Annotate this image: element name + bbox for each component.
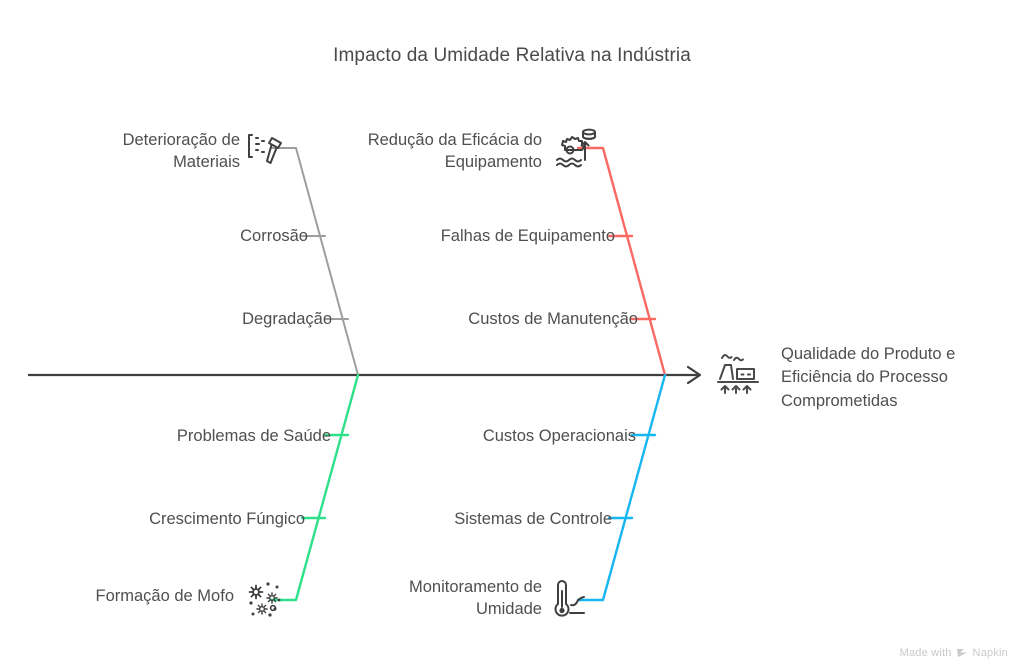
cause-label-crescimento-fungico: Crescimento Fúngico [149,510,305,528]
cause-label-falhas-de-equipamento: Falhas de Equipamento [440,227,615,245]
category-label-monitoramento-de-umidade: Monitoramento de Umidade [409,578,542,618]
cause-label-sistemas-de-controle: Sistemas de Controle [454,510,612,528]
cause-label-custos-de-manutencao: Custos de Manutenção [468,310,638,328]
branch-top-left [270,147,359,376]
watermark-brand: Napkin [972,646,1008,659]
gear-water-rise-icon [551,126,603,174]
page-title: Impacto da Umidade Relativa na Indústria [333,45,691,66]
branch-bottom-left [269,373,360,602]
thermometer-chart-icon [549,575,603,623]
branch-line-bottom-left [269,373,360,602]
category-label-formacao-de-mofo: Formação de Mofo [95,587,234,605]
branch-bottom-right [576,373,667,602]
spine-group [28,365,702,385]
cause-label-custos-operacionais: Custos Operacionais [482,427,636,445]
factory-icon [712,347,764,399]
branch-line-top-left [270,147,359,376]
watermark-prefix: Made with [899,646,952,659]
napkin-watermark: Made with Napkin [900,646,1008,659]
branch-line-top-right [576,146,667,377]
branch-line-bottom-right [576,373,667,602]
cause-label-degradacao: Degradação [242,310,332,328]
napkin-logo-icon [956,646,969,659]
category-label-deterioracao-de-materiais: Deterioração de Materiais [122,131,240,171]
mold-spores-icon [243,576,295,624]
category-label-reducao-da-eficacia-do-equipamento: Redução da Eficácia do Equipamento [367,131,542,171]
cause-label-corrosao: Corrosão [240,227,308,245]
right-arrow-icon [686,365,702,385]
branch-top-right [576,146,667,377]
effect-label: Qualidade do Produto e Eficiência do Pro… [781,345,956,410]
hammer-chisel-icon [243,127,295,175]
cause-label-problemas-de-saude: Problemas de Saúde [176,427,331,445]
